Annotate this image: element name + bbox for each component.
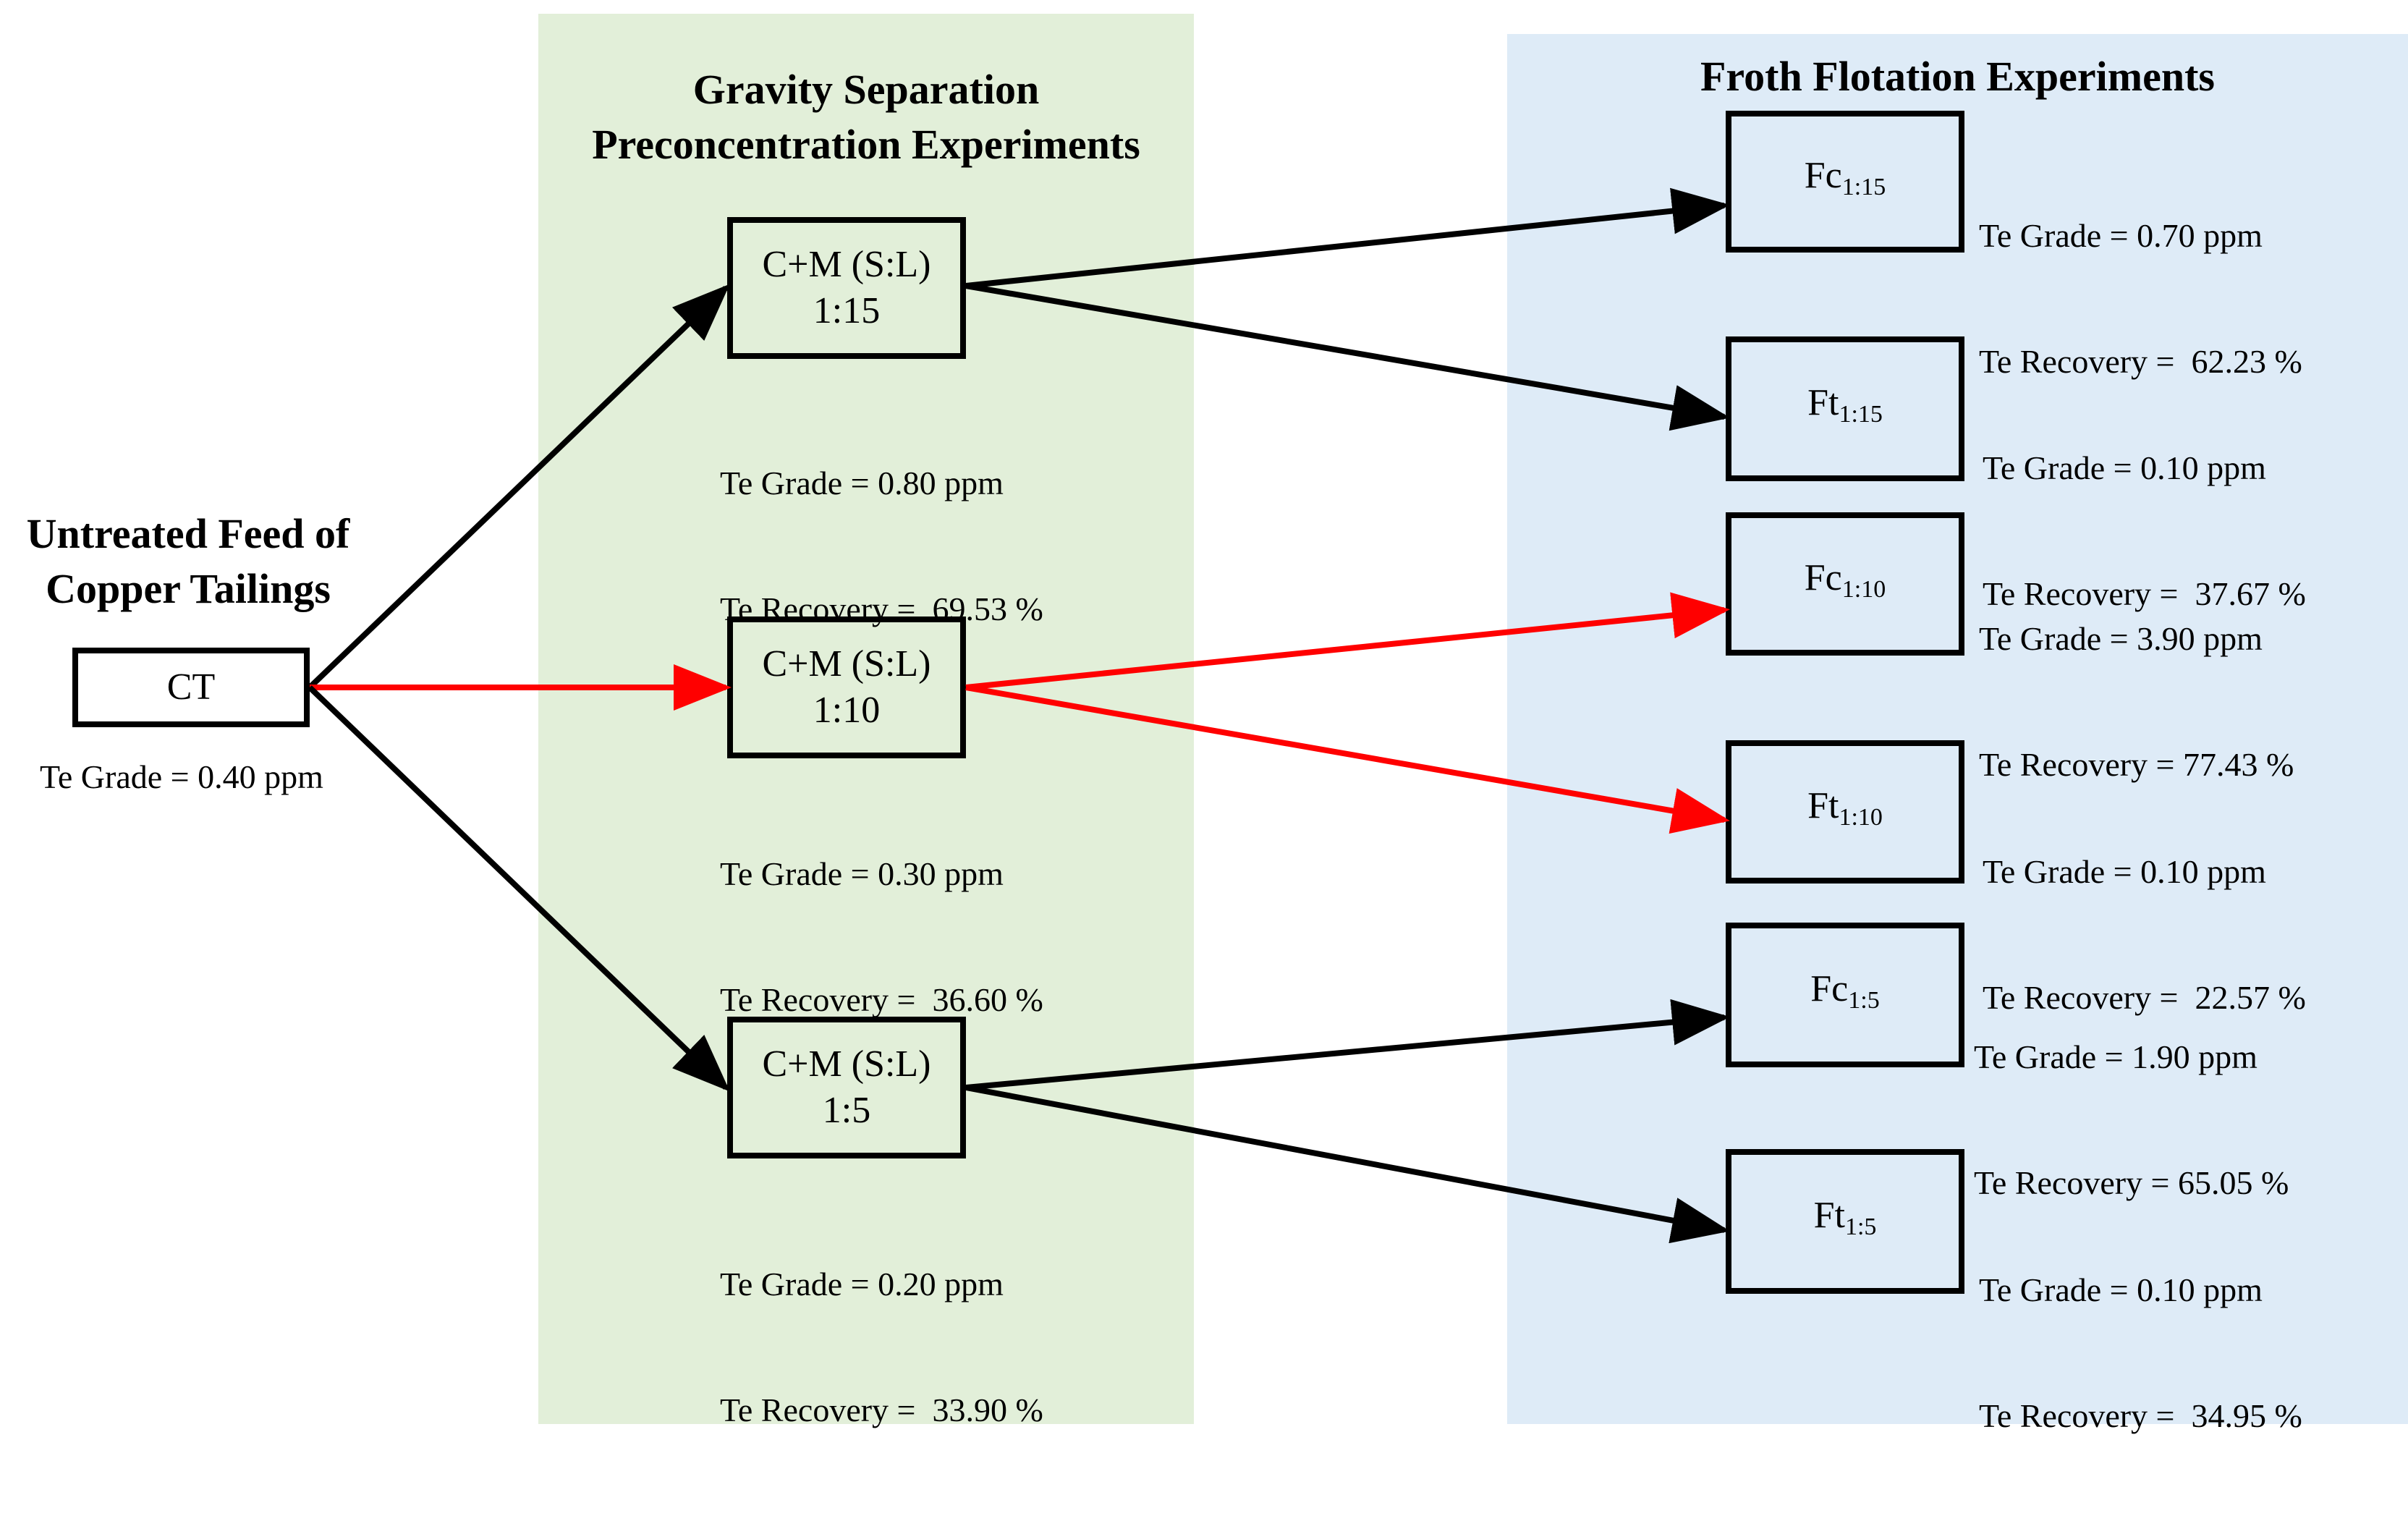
froth-ft-1-15-grade: Te Grade = 0.10 ppm (1983, 449, 2266, 486)
arrow-gravity-1-5-to-fc (965, 999, 1730, 1090)
froth-box-subscript: 1:5 (1848, 987, 1880, 1014)
gravity-box-line1: C+M (S:L) (762, 244, 931, 285)
gravity-1-15-grade: Te Grade = 0.80 ppm (720, 465, 1004, 501)
froth-fc-1-10-grade: Te Grade = 3.90 ppm (1979, 620, 2263, 657)
froth-fc-1-5-results: Te Grade = 1.90 ppm Te Recovery = 65.05 … (1974, 952, 2289, 1288)
froth-fc-1-5-recovery: Te Recovery = 65.05 % (1974, 1164, 2289, 1201)
gravity-box-line1: C+M (S:L) (762, 1043, 931, 1085)
froth-fc-1-10-results: Te Grade = 3.90 ppm Te Recovery = 77.43 … (1979, 534, 2294, 870)
froth-box-prefix: Ft (1807, 785, 1839, 826)
arrow-gravity-1-15-to-ft (965, 283, 1730, 431)
gravity-1-5-recovery: Te Recovery = 33.90 % (720, 1391, 1043, 1428)
arrow-gravity-1-10-to-ft (965, 685, 1730, 834)
froth-ft-1-15-recovery: Te Recovery = 37.67 % (1983, 575, 2306, 612)
froth-box-prefix: Ft (1813, 1195, 1845, 1236)
arrow-ct-to-gravity-1-15 (308, 284, 730, 690)
arrow-layer (308, 187, 1730, 1244)
feed-heading-line1: Untreated Feed of (26, 510, 350, 557)
feed-heading-line2: Copper Tailings (46, 565, 331, 612)
ct-feed-label: CT (166, 666, 216, 708)
froth-box-subscript: 1:10 (1841, 576, 1886, 603)
gravity-1-10-results: Te Grade = 0.30 ppm Te Recovery = 36.60 … (720, 769, 1043, 1105)
flowsheet-diagram: Gravity Separation Preconcentration Expe… (0, 14, 2408, 1434)
froth-flotation-panel (1507, 34, 2408, 1424)
ct-feed-box: CT (72, 648, 310, 727)
froth-ft-1-10-results: Te Grade = 0.10 ppm Te Recovery = 22.57 … (1983, 767, 2306, 1103)
froth-box-subscript: 1:15 (1839, 401, 1883, 428)
gravity-box-1-5: C+M (S:L) 1:5 (727, 1017, 966, 1158)
froth-ft-1-15-results: Te Grade = 0.10 ppm Te Recovery = 37.67 … (1983, 363, 2306, 699)
gravity-separation-panel (538, 14, 1194, 1424)
froth-box-prefix: Fc (1810, 968, 1849, 1009)
froth-box-subscript: 1:5 (1844, 1213, 1877, 1240)
ct-feed-grade: Te Grade = 0.40 ppm (40, 758, 323, 795)
gravity-1-10-recovery: Te Recovery = 36.60 % (720, 981, 1043, 1018)
froth-ft-1-10-recovery: Te Recovery = 22.57 % (1983, 979, 2306, 1016)
froth-ft-1-5-recovery: Te Recovery = 34.95 % (1979, 1397, 2302, 1434)
gravity-heading: Gravity Separation Preconcentration Expe… (538, 62, 1194, 172)
froth-fc-1-15-results: Te Grade = 0.70 ppm Te Recovery = 62.23 … (1979, 131, 2302, 467)
gravity-box-line2: 1:5 (822, 1090, 871, 1131)
arrow-gravity-1-15-to-fc (965, 187, 1730, 289)
froth-box-fc-1-10: Fc1:10 (1726, 512, 1964, 656)
froth-box-prefix: Fc (1804, 557, 1842, 598)
froth-fc-1-15-grade: Te Grade = 0.70 ppm (1979, 217, 2263, 254)
gravity-1-5-grade: Te Grade = 0.20 ppm (720, 1266, 1004, 1302)
froth-box-subscript: 1:10 (1839, 804, 1883, 831)
froth-ft-1-10-grade: Te Grade = 0.10 ppm (1983, 853, 2266, 890)
froth-box-prefix: Fc (1804, 155, 1842, 196)
gravity-box-1-10: C+M (S:L) 1:10 (727, 617, 966, 758)
arrow-gravity-1-5-to-ft (965, 1085, 1730, 1244)
froth-box-subscript: 1:15 (1841, 174, 1886, 200)
gravity-heading-line2: Preconcentration Experiments (592, 121, 1140, 168)
gravity-box-1-15: C+M (S:L) 1:15 (727, 217, 966, 359)
froth-box-fc-1-5: Fc1:5 (1726, 923, 1964, 1067)
gravity-1-5-results: Te Grade = 0.20 ppm Te Recovery = 33.90 … (720, 1179, 1043, 1515)
froth-heading: Froth Flotation Experiments (1700, 53, 2215, 100)
froth-fc-1-5-grade: Te Grade = 1.90 ppm (1974, 1038, 2258, 1075)
froth-fc-1-10-recovery: Te Recovery = 77.43 % (1979, 746, 2294, 783)
froth-ft-1-5-results: Te Grade = 0.10 ppm Te Recovery = 34.95 … (1979, 1185, 2302, 1521)
froth-box-fc-1-15: Fc1:15 (1726, 111, 1964, 253)
gravity-1-10-grade: Te Grade = 0.30 ppm (720, 855, 1004, 892)
feed-heading: Untreated Feed of Copper Tailings (0, 507, 376, 617)
froth-ft-1-5-grade: Te Grade = 0.10 ppm (1979, 1271, 2263, 1308)
arrow-ct-to-gravity-1-5 (308, 685, 730, 1092)
froth-box-prefix: Ft (1807, 382, 1839, 423)
froth-fc-1-15-recovery: Te Recovery = 62.23 % (1979, 343, 2302, 380)
arrow-gravity-1-10-to-fc (965, 592, 1730, 690)
gravity-box-line1: C+M (S:L) (762, 643, 931, 685)
gravity-box-line2: 1:10 (813, 690, 881, 731)
gravity-box-line2: 1:15 (813, 290, 881, 331)
gravity-heading-line1: Gravity Separation (692, 66, 1040, 113)
